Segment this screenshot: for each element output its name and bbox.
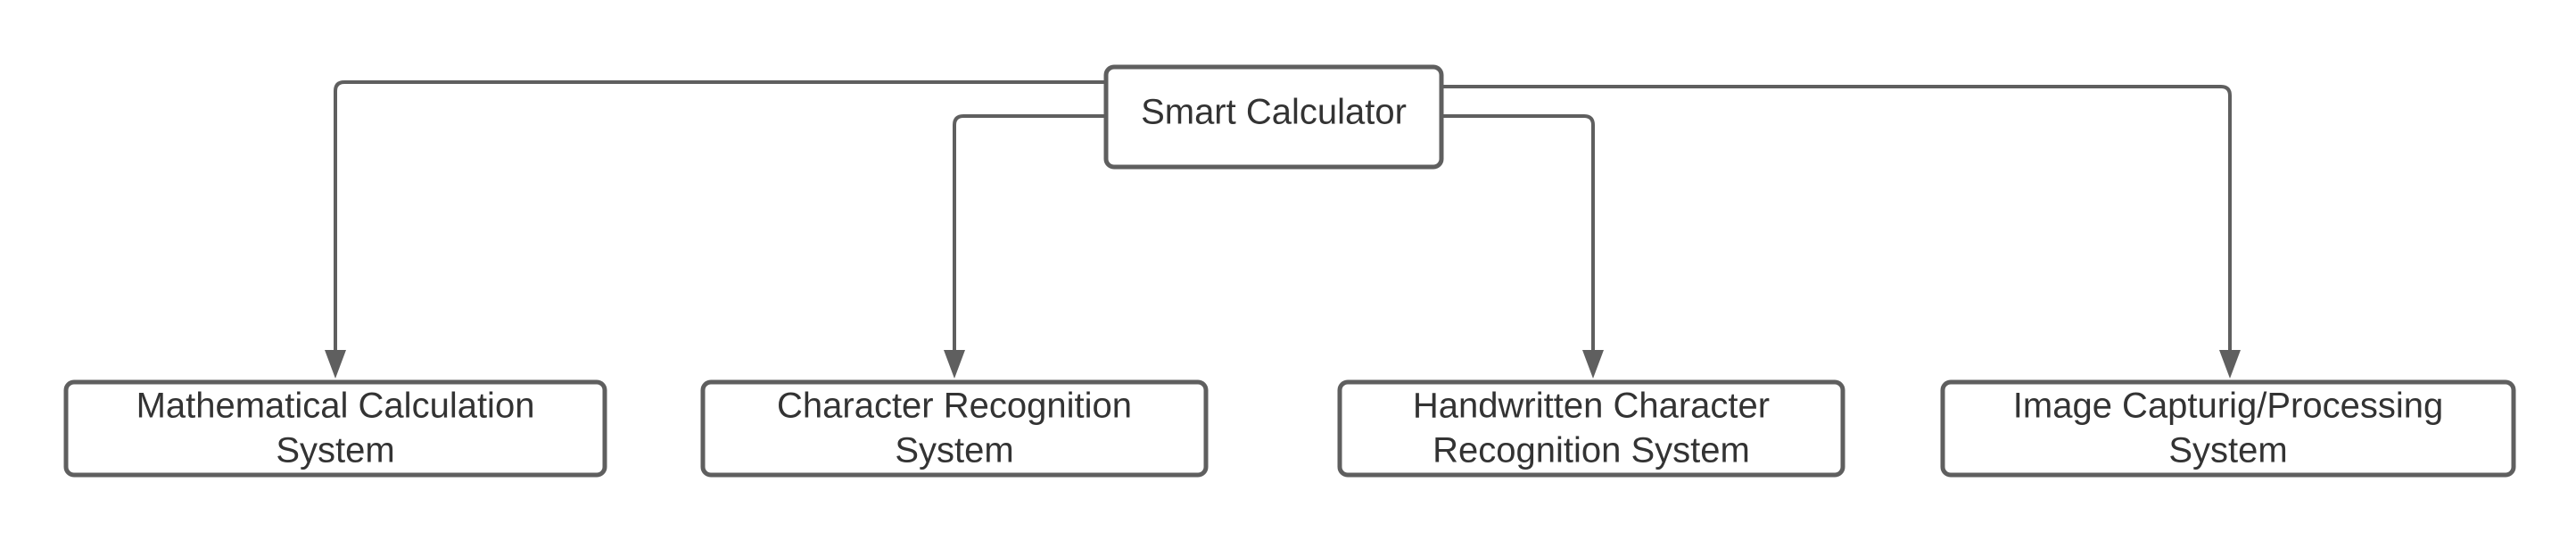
- connector-to-image-capture: [1441, 85, 2232, 361]
- node-handwritten: Handwritten Character Recognition System: [1337, 379, 1845, 478]
- connector-to-math-calc: [334, 80, 1106, 361]
- node-box: [63, 379, 607, 478]
- node-label-line-2: System: [276, 431, 394, 470]
- node-label-line-2: System: [895, 431, 1013, 470]
- node-math-calc: Mathematical Calculation System: [63, 379, 607, 478]
- node-label-line-1: Image Capturig/Processing: [2013, 387, 2443, 426]
- node-label-line-2: System: [2168, 431, 2287, 470]
- arrowhead: [944, 350, 965, 379]
- node-label-line-1: Mathematical Calculation: [136, 387, 535, 426]
- node-box: [700, 379, 1209, 478]
- connectors: [325, 80, 2241, 379]
- node-box: [1103, 64, 1444, 170]
- node-label-line-1: Character Recognition: [777, 387, 1132, 426]
- node-label-line-1: Handwritten Character: [1413, 387, 1770, 426]
- node-label-line-2: Recognition System: [1432, 431, 1750, 470]
- node-label: Smart Calculator: [1141, 93, 1407, 132]
- node-smart-calculator: Smart Calculator: [1103, 64, 1444, 170]
- arrowhead: [2219, 350, 2241, 379]
- connector-to-handwritten: [1441, 114, 1595, 361]
- arrowhead: [325, 350, 346, 379]
- node-char-recog: Character Recognition System: [700, 379, 1209, 478]
- connector-to-char-recog: [953, 114, 1106, 361]
- arrowhead: [1582, 350, 1604, 379]
- node-box: [1337, 379, 1845, 478]
- node-box: [1940, 379, 2516, 478]
- node-image-capture: Image Capturig/Processing System: [1940, 379, 2516, 478]
